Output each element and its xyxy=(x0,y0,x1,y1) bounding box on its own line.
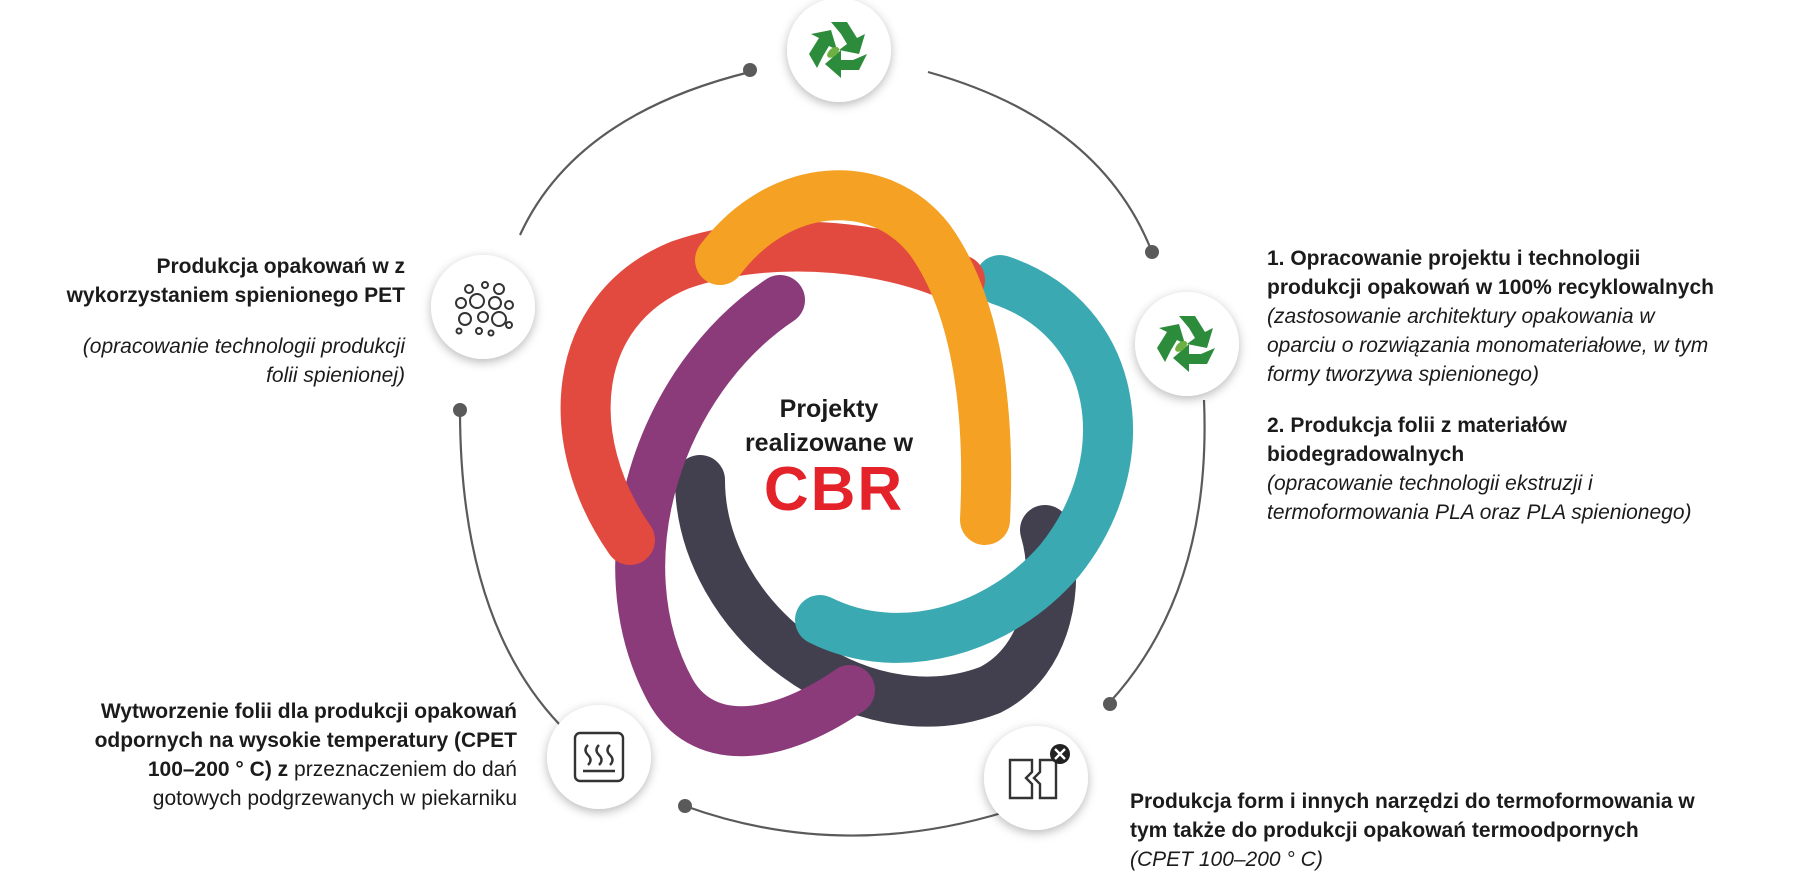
bottom-left-line: 100–200 ° C) z przeznaczeniem do dań xyxy=(0,755,517,784)
item2-title: 2. Produkcja folii z materiałów xyxy=(1267,414,1567,437)
connector-arc-bottom xyxy=(684,804,1006,837)
item2-desc: termoformowania PLA oraz PLA spienionego… xyxy=(1267,501,1692,524)
connector-dots xyxy=(453,63,1159,813)
connector-arc-top-left xyxy=(519,70,751,236)
bottom-left-line: odpornych na wysokie temperatury (CPET xyxy=(94,729,517,752)
bottom-left-bold: 100–200 ° C) z xyxy=(147,758,289,781)
heat-tray-icon xyxy=(573,731,625,783)
item2-title: biodegradowalnych xyxy=(1267,443,1465,466)
bottom-right-text-block: Produkcja form i innych narzędzi do term… xyxy=(1130,787,1807,874)
connector-arc-right xyxy=(1109,399,1206,703)
item1-title: produkcji opakowań w 100% recyklowalnych xyxy=(1267,276,1714,299)
bottom-right-desc: (CPET 100–200 ° C) xyxy=(1130,848,1323,871)
icon-circle-bottom-right xyxy=(984,726,1088,830)
icon-circle-left xyxy=(431,255,535,359)
item1-title: 1. Opracowanie projektu i technologii xyxy=(1267,247,1641,270)
cbr-logo: CBR xyxy=(763,455,905,524)
connector-arcs xyxy=(458,70,1206,837)
mold-tool-icon xyxy=(1008,744,1070,800)
item1-desc: (zastosowanie architektury opakowania w xyxy=(1267,305,1655,328)
ribbon-red xyxy=(560,221,985,565)
connector-dot xyxy=(1103,697,1117,711)
left-desc: folii spienionej) xyxy=(266,364,405,387)
recycle-leaf-icon xyxy=(1157,316,1215,372)
item1-desc: oparciu o rozwiązania monomateriałowe, w… xyxy=(1267,334,1709,357)
left-text-block: Produkcja opakowań w z wykorzystaniem sp… xyxy=(0,252,405,390)
connector-arc-top-right xyxy=(927,70,1154,253)
connector-dot xyxy=(678,799,692,813)
bottom-left-normal: przeznaczeniem do dań xyxy=(294,758,517,781)
ribbon-orange xyxy=(695,170,1012,545)
left-title: wykorzystaniem spienionego PET xyxy=(66,284,405,307)
bottom-left-line: Wytworzenie folii dla produkcji opakowań xyxy=(100,700,517,723)
icon-circle-top xyxy=(787,0,891,102)
bottom-right-title: tym także do produkcji opakowań termoodp… xyxy=(1130,819,1639,842)
connector-dot xyxy=(453,403,467,417)
bottom-right-title: Produkcja form i innych narzędzi do term… xyxy=(1130,790,1695,813)
right-text-block: 1. Opracowanie projektu i technologii pr… xyxy=(1267,244,1807,527)
left-desc: (opracowanie technologii produkcji xyxy=(82,335,405,358)
recycle-leaf-icon xyxy=(809,22,867,78)
left-title: Produkcja opakowań w z xyxy=(156,255,405,278)
bottom-left-line: gotowych podgrzewanych w piekarniku xyxy=(152,787,517,810)
connector-dot xyxy=(1145,245,1159,259)
icon-circle-bottom-left xyxy=(547,705,651,809)
ribbon-knot xyxy=(560,170,1133,757)
connector-dot xyxy=(743,63,757,77)
ribbon-teal xyxy=(795,255,1133,663)
center-title: Projekty realizowane w xyxy=(714,392,944,460)
connector-arc-left xyxy=(458,409,561,726)
bottom-left-text-block: Wytworzenie folii dla produkcji opakowań… xyxy=(0,697,517,813)
item1-desc: formy tworzywa spienionego) xyxy=(1267,363,1539,386)
ribbon-purple xyxy=(615,275,875,757)
center-title-line: Projekty xyxy=(779,395,879,423)
center-title-line: realizowane w xyxy=(744,429,914,457)
ribbon-center-window xyxy=(731,337,953,543)
item2-desc: (opracowanie technologii ekstruzji i xyxy=(1267,472,1593,495)
foam-bubbles-icon xyxy=(455,281,514,337)
